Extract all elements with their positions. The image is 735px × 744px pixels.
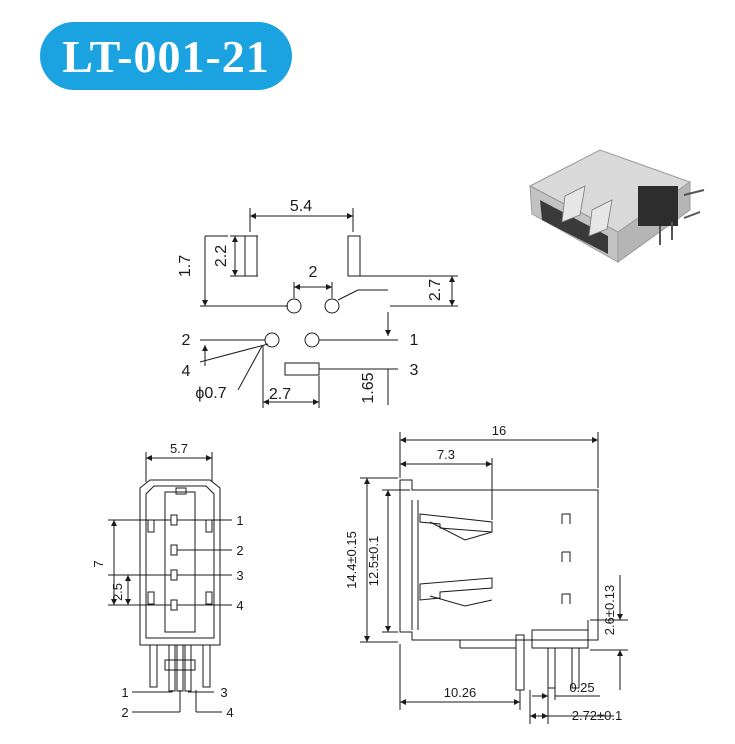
front-pin-1-label: 1 xyxy=(236,513,243,528)
mount-slot-right xyxy=(347,235,361,277)
pcb-pin-2-label: 2 xyxy=(182,332,191,349)
pcb-layout-view xyxy=(199,208,458,408)
front-view-labels: 5.7 7 2.5 1 2 3 4 1 2 3 4 xyxy=(91,441,244,720)
dim-pcb-height: 2.7 xyxy=(427,279,444,301)
hole-pin-top-left xyxy=(286,298,302,314)
hole-pin-top-right xyxy=(324,298,340,314)
dim-side-leg-pitch: 2.72±0.1 xyxy=(572,708,623,723)
pcb-layout-labels: 5.4 2.2 1.7 2 2.7 2 4 1 3 ϕ0.7 2.7 1.65 xyxy=(177,198,444,404)
hole-pin-bottom-left xyxy=(264,332,280,348)
dim-pcb-width: 5.4 xyxy=(290,198,312,215)
pcb-pin-3-label: 3 xyxy=(410,362,419,379)
front-lead-2-label: 2 xyxy=(121,705,128,720)
dim-side-leg: 2.6±0.13 xyxy=(602,585,617,636)
mount-slot-bottom xyxy=(284,362,320,376)
front-view xyxy=(108,452,232,713)
front-pin-3-label: 3 xyxy=(236,568,243,583)
dim-pcb-bottom: 1.65 xyxy=(360,372,377,403)
product-photo xyxy=(528,149,705,263)
dim-side-thickness: 0.25 xyxy=(569,680,594,695)
dim-front-width: 5.7 xyxy=(170,441,188,456)
part-number-title: LT-001-21 xyxy=(62,30,270,82)
pcb-pin-4-label: 4 xyxy=(182,363,191,380)
dim-side-length: 16 xyxy=(492,423,506,438)
dim-pcb-slot: 2.2 xyxy=(213,245,230,267)
front-lead-1-label: 1 xyxy=(121,685,128,700)
dim-hole-diameter: ϕ0.7 xyxy=(195,385,226,402)
front-pin-4-label: 4 xyxy=(236,598,243,613)
dim-side-base: 10.26 xyxy=(444,685,477,700)
side-view-labels: 16 7.3 14.4±0.15 12.5±0.1 2.6±0.13 10.26… xyxy=(344,423,622,723)
mount-slot-left xyxy=(244,235,258,277)
dim-pcb-offset: 1.7 xyxy=(177,255,194,277)
front-lead-3-label: 3 xyxy=(220,685,227,700)
dim-front-height: 7 xyxy=(91,560,106,567)
title-badge: LT-001-21 xyxy=(40,22,292,90)
front-pin-2-label: 2 xyxy=(236,543,243,558)
dim-pcb-pitch: 2 xyxy=(309,264,318,281)
dim-side-inner: 12.5±0.1 xyxy=(366,536,381,587)
hole-pin-bottom-right xyxy=(304,332,320,348)
side-view xyxy=(360,432,628,724)
dim-pcb-slot-offset: 2.7 xyxy=(269,386,291,403)
front-lead-4-label: 4 xyxy=(226,705,233,720)
dim-side-tongue: 7.3 xyxy=(437,447,455,462)
pcb-pin-1-label: 1 xyxy=(410,332,419,349)
dim-side-height: 14.4±0.15 xyxy=(344,531,359,589)
dim-front-pitch: 2.5 xyxy=(110,583,125,601)
